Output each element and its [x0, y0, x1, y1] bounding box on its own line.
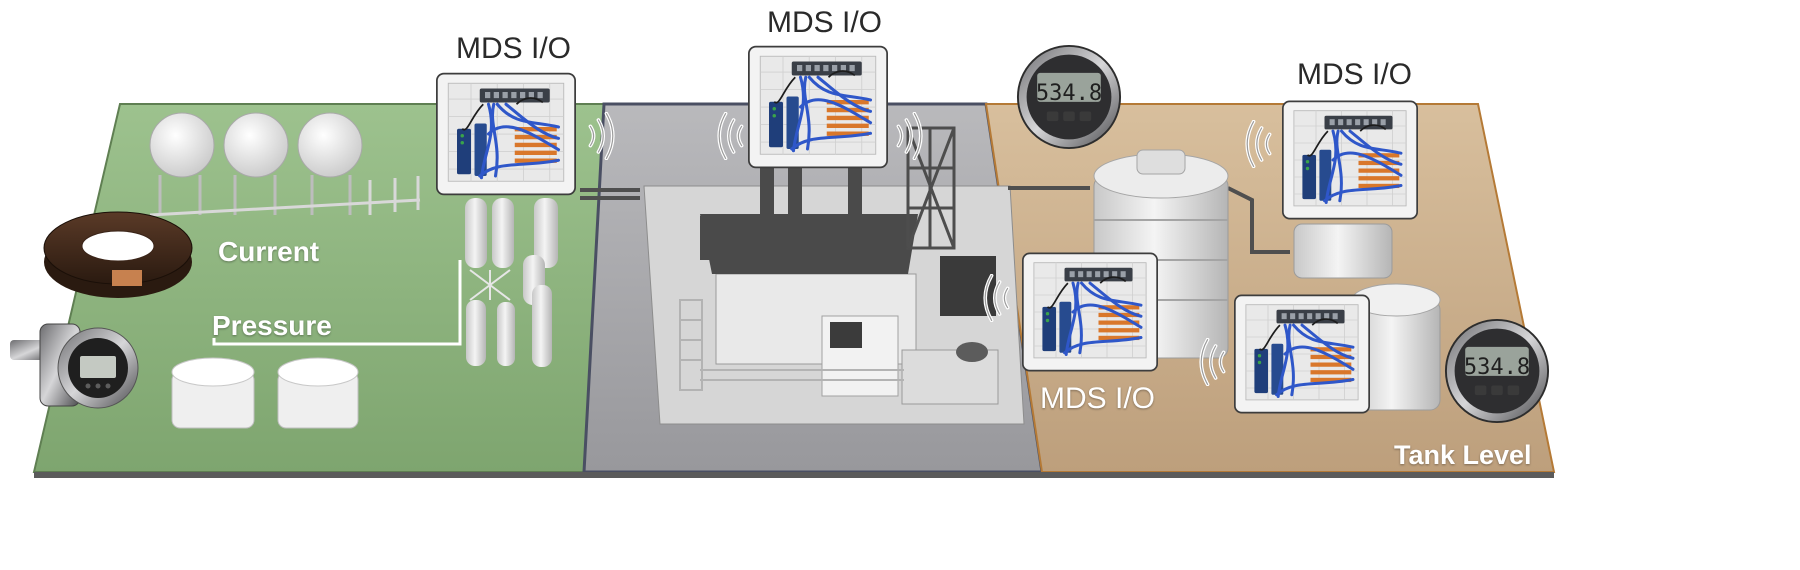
sphere-tanks	[149, 112, 421, 217]
io-module-label-1: MDS I/O	[456, 32, 572, 65]
io-module-label-2: MDS I/O	[767, 6, 883, 39]
io-module-label-4: MDS I/O	[1040, 382, 1156, 415]
display-readout: 534.8	[1464, 355, 1530, 380]
io-module-label-3: MDS I/O	[1297, 58, 1413, 91]
pressure-label: Pressure	[212, 310, 332, 341]
storage-domes	[171, 357, 359, 429]
pressure-signal-line	[212, 260, 462, 346]
pressure-transmitter	[10, 323, 139, 409]
io-module-4	[1022, 251, 1158, 373]
io-module-5	[1234, 293, 1370, 415]
current-label: Current	[218, 236, 320, 267]
io-module-3	[1282, 99, 1418, 221]
current-transformer-ring	[43, 211, 193, 298]
connecting-pipes	[580, 186, 1290, 254]
factory-building	[643, 126, 1025, 425]
digital-display-bottom: 534.8	[1444, 318, 1550, 424]
io-module-2	[748, 45, 888, 169]
platform-edge	[34, 472, 1554, 478]
io-module-1	[436, 72, 576, 196]
silo-cluster	[465, 198, 558, 367]
tank-level-label: Tank Level	[1394, 440, 1532, 470]
display-readout: 534.8	[1036, 81, 1102, 106]
digital-display-top: 534.8	[1016, 44, 1122, 150]
